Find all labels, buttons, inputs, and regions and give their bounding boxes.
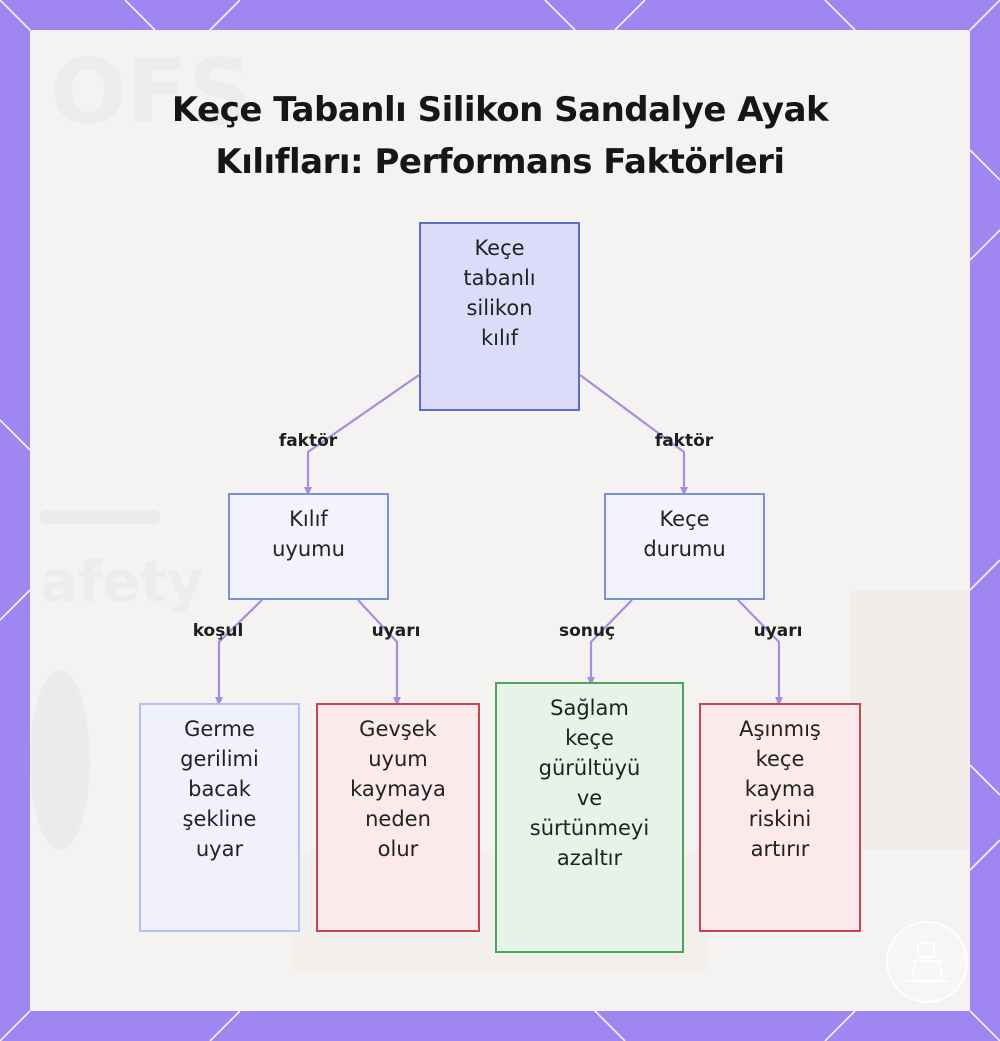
edge-fit-stretch — [215, 599, 263, 706]
node-text-line: uyum — [368, 747, 428, 771]
edge-felt-solid — [587, 599, 633, 686]
edge-root-fit — [304, 374, 420, 496]
node-text-line: tabanlı — [463, 266, 536, 290]
node-text-line: gürültüyü — [538, 756, 641, 780]
background-watermark-text: afety — [40, 550, 204, 615]
node-text-line: durumu — [643, 537, 726, 561]
node-text-line: olur — [377, 837, 419, 861]
node-fit: Kılıf uyumu — [228, 493, 389, 600]
node-worn: Aşınmış keçe kayma riskini artırır — [699, 703, 861, 932]
node-text-line: keçe — [565, 726, 614, 750]
edge-label: koşul — [192, 621, 244, 641]
node-felt: Keçe durumu — [604, 493, 765, 600]
node-text-line: silikon — [466, 296, 533, 320]
node-text-line: Kılıf — [289, 507, 328, 531]
node-stretch: Germe gerilimi bacak şekline uyar — [139, 703, 300, 932]
node-text-line: ve — [576, 786, 603, 810]
node-text-line: Aşınmış — [739, 717, 821, 741]
node-text-line: uyar — [195, 837, 244, 861]
chair-icon — [906, 942, 948, 982]
edge-label: uyarı — [753, 621, 803, 641]
edge-label: faktör — [278, 431, 338, 451]
node-text-line: gerilimi — [180, 747, 259, 771]
brand-logo — [886, 921, 968, 1003]
edge-felt-worn — [737, 599, 783, 706]
node-root: Keçe tabanlı silikon kılıf — [419, 222, 580, 411]
background-blur-shape — [40, 510, 160, 524]
node-text-line: Gevşek — [359, 717, 437, 741]
title-line: Kılıfları: Performans Faktörleri — [215, 142, 785, 182]
edge-label: sonuç — [558, 621, 616, 641]
edge-root-felt — [579, 374, 688, 496]
node-text-line: azaltır — [556, 846, 623, 870]
node-text-line: Germe — [184, 717, 255, 741]
node-text-line: keçe — [755, 747, 805, 771]
node-text-line: Keçe — [474, 236, 525, 260]
edge-fit-loose — [357, 599, 401, 706]
node-text-line: sürtünmeyi — [529, 816, 650, 840]
node-text-line: kaymaya — [350, 777, 446, 801]
edge-label: uyarı — [371, 621, 421, 641]
node-solid: Sağlam keçe gürültüyü ve sürtünmeyi azal… — [495, 682, 684, 953]
node-text-line: şekline — [182, 807, 257, 831]
node-text-line: neden — [365, 807, 431, 831]
node-text-line: riskini — [748, 807, 812, 831]
edge-label: faktör — [654, 431, 714, 451]
node-text-line: Keçe — [659, 507, 710, 531]
background-watermark-text: OFS — [50, 40, 253, 145]
title-line: Keçe Tabanlı Silikon Sandalye Ayak — [171, 90, 829, 130]
node-text-line: Sağlam — [550, 696, 629, 720]
background-blur-shape — [30, 670, 90, 850]
node-text-line: kılıf — [480, 326, 519, 350]
node-text-line: bacak — [188, 777, 251, 801]
node-loose: Gevşek uyum kaymaya neden olur — [316, 703, 480, 932]
node-text-line: uyumu — [272, 537, 345, 561]
node-text-line: kayma — [744, 777, 816, 801]
node-text-line: artırır — [750, 837, 810, 861]
background-blur-shape — [850, 590, 970, 850]
page-title: Keçe Tabanlı Silikon Sandalye Ayak Kılıf… — [0, 84, 1000, 188]
